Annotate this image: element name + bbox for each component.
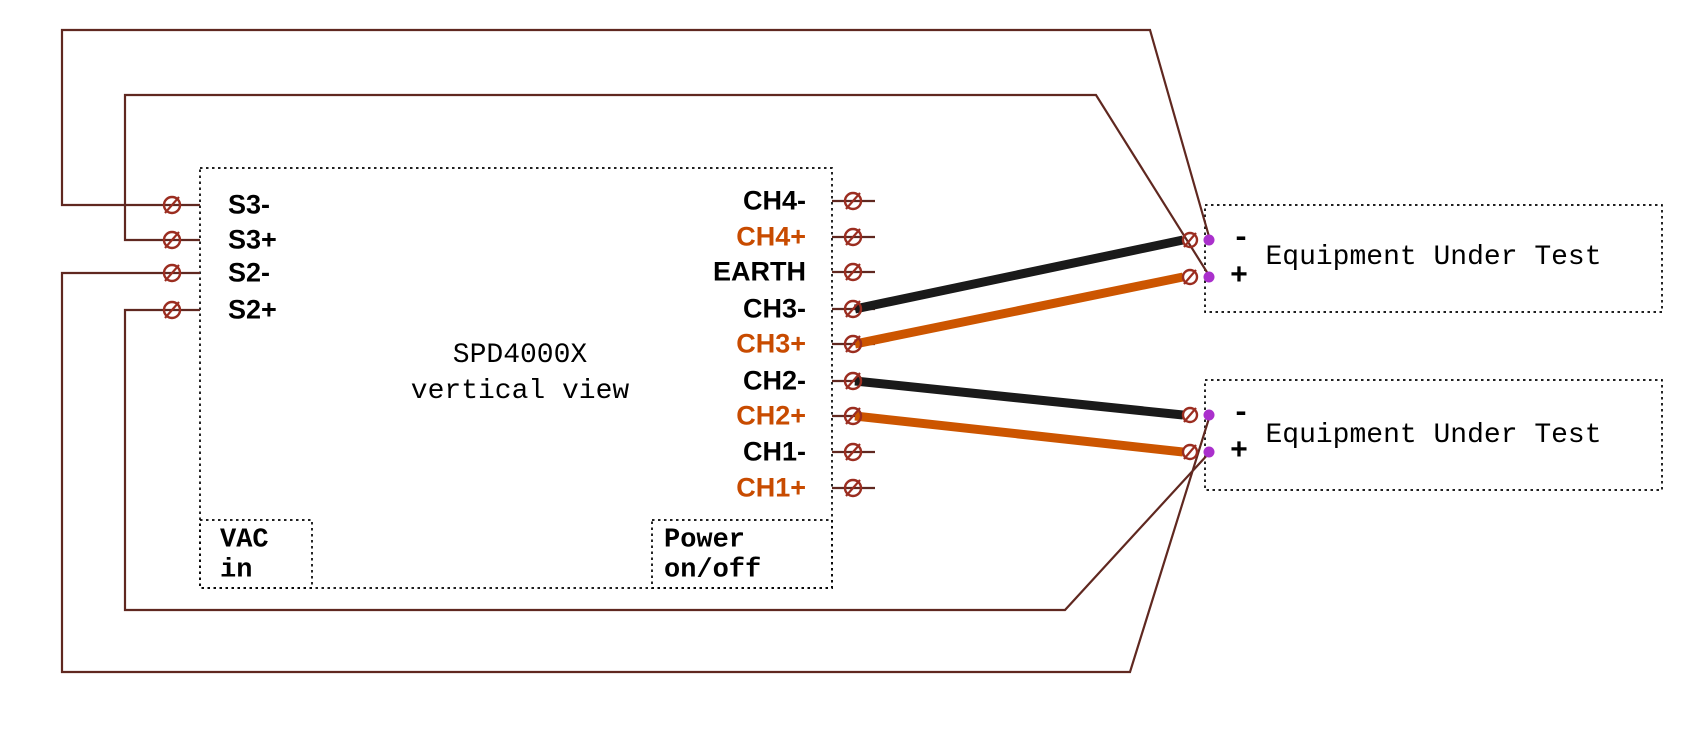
device-outline-box bbox=[199, 167, 833, 589]
load-wire-ch3-minus bbox=[854, 235, 1184, 314]
vac-label-line2: in bbox=[220, 555, 253, 586]
eut2-plus-sign: + bbox=[1230, 435, 1249, 469]
output-terminal-ch3-plus bbox=[843, 334, 863, 354]
load-wire-ch2-minus bbox=[854, 376, 1184, 420]
eut1-minus-terminal bbox=[1181, 231, 1199, 249]
eut2-box bbox=[1204, 379, 1663, 491]
load-wire-ch2-plus bbox=[854, 411, 1184, 457]
eut1-label: Equipment Under Test bbox=[1265, 242, 1602, 273]
eut1-minus-junction-dot bbox=[1203, 234, 1215, 246]
output-terminal-ch1-plus bbox=[843, 478, 863, 498]
eut2-minus-terminal bbox=[1181, 406, 1199, 424]
sense-wire-s2-minus bbox=[60, 271, 1212, 674]
sense-wire-s2-plus bbox=[123, 308, 1211, 612]
output-terminal-ch4-plus bbox=[843, 227, 863, 247]
eut2-minus-sign: - bbox=[1232, 397, 1251, 431]
sense-wire-s3-minus bbox=[60, 28, 1212, 241]
eut1-plus-sign: + bbox=[1230, 260, 1249, 294]
sense-label-s3-plus: S3+ bbox=[228, 224, 277, 255]
sense-terminal-s3-plus bbox=[162, 230, 182, 250]
eut2-plus-terminal bbox=[1181, 443, 1199, 461]
sense-terminal-s2-plus bbox=[162, 300, 182, 320]
channel-label-ch4-plus: CH4+ bbox=[736, 221, 806, 252]
sense-label-s3-minus: S3- bbox=[228, 189, 271, 220]
channel-label-ch2-plus: CH2+ bbox=[736, 400, 806, 431]
eut1-plus-junction-dot bbox=[1203, 271, 1215, 283]
channel-label-ch1-minus: CH1- bbox=[742, 436, 806, 467]
eut1-plus-terminal bbox=[1181, 268, 1199, 286]
eut1-box bbox=[1204, 204, 1663, 313]
eut2-label: Equipment Under Test bbox=[1265, 420, 1602, 451]
sense-terminal-s3-minus bbox=[162, 195, 182, 215]
output-terminal-ch2-plus bbox=[843, 406, 863, 426]
sense-terminal-s2-minus bbox=[162, 263, 182, 283]
sense-label-s2-plus: S2+ bbox=[228, 294, 277, 325]
eut2-plus-junction-dot bbox=[1203, 446, 1215, 458]
power-label-line2: on/off bbox=[664, 555, 762, 586]
eut2-minus-junction-dot bbox=[1203, 409, 1215, 421]
output-terminal-earth bbox=[843, 262, 863, 282]
power-label-line1: Power bbox=[664, 525, 746, 556]
output-terminal-ch2-minus bbox=[843, 371, 863, 391]
channel-label-ch4-minus: CH4- bbox=[742, 185, 806, 216]
channel-label-ch3-minus: CH3- bbox=[742, 293, 806, 324]
device-title-line1: SPD4000X bbox=[452, 340, 588, 371]
channel-label-earth: EARTH bbox=[713, 256, 806, 287]
channel-label-ch3-plus: CH3+ bbox=[736, 328, 806, 359]
output-terminal-ch1-minus bbox=[843, 442, 863, 462]
sense-wire-s3-plus bbox=[123, 93, 1211, 278]
output-terminal-ch3-minus bbox=[843, 299, 863, 319]
output-terminal-ch4-minus bbox=[843, 191, 863, 211]
load-wire-ch3-plus bbox=[854, 272, 1184, 349]
vac-label-line1: VAC bbox=[220, 525, 269, 556]
channel-label-ch2-minus: CH2- bbox=[742, 365, 806, 396]
device-title-line2: vertical view bbox=[410, 376, 630, 407]
sense-label-s2-minus: S2- bbox=[228, 257, 271, 288]
vac-inlet-box bbox=[199, 519, 313, 589]
power-switch-box bbox=[651, 519, 833, 589]
eut1-minus-sign: - bbox=[1232, 222, 1251, 256]
channel-label-ch1-plus: CH1+ bbox=[736, 472, 806, 503]
